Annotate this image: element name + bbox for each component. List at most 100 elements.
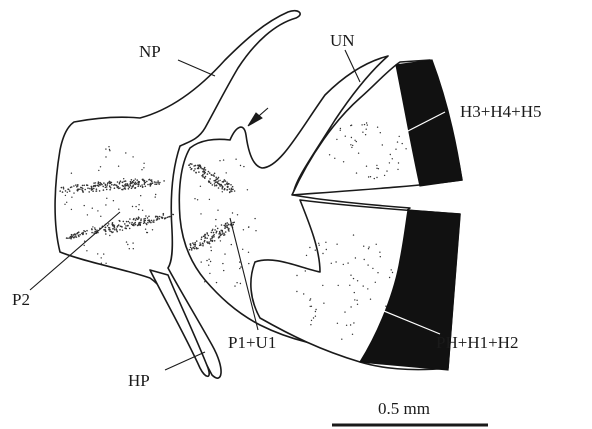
stipple-dot bbox=[296, 291, 297, 292]
stipple-dot bbox=[103, 189, 105, 191]
stipple-dot bbox=[132, 182, 134, 184]
stipple-dot bbox=[392, 272, 393, 273]
stipple-dot bbox=[310, 306, 311, 307]
stipple-dot bbox=[125, 152, 126, 153]
arrow-indicator bbox=[248, 108, 268, 126]
stipple-dot bbox=[155, 216, 157, 218]
stipple-dot bbox=[134, 187, 136, 189]
stipple-dot bbox=[335, 261, 336, 262]
stipple-dot bbox=[169, 216, 171, 218]
stipple-dot bbox=[224, 189, 226, 191]
stipple-dot bbox=[347, 262, 348, 263]
stipple-dot bbox=[145, 229, 146, 230]
stipple-dot bbox=[366, 122, 367, 123]
stipple-dot bbox=[237, 214, 238, 215]
stipple-dot bbox=[135, 206, 136, 207]
stipple-dot bbox=[137, 224, 139, 226]
stipple-dot bbox=[210, 246, 211, 247]
stipple-dot bbox=[325, 242, 326, 243]
stipple-dot bbox=[318, 243, 319, 244]
stipple-dot bbox=[204, 241, 206, 243]
stipple-dot bbox=[354, 292, 355, 293]
stipple-dot bbox=[211, 237, 213, 239]
stipple-dot bbox=[77, 233, 78, 234]
stipple-dot bbox=[134, 222, 136, 224]
stipple-dot bbox=[208, 265, 209, 266]
stipple-dot bbox=[155, 182, 157, 184]
stipple-dot bbox=[389, 162, 390, 163]
stipple-dot bbox=[101, 257, 102, 258]
stipple-dot bbox=[107, 184, 109, 186]
stipple-dot bbox=[223, 225, 224, 226]
stipple-dot bbox=[133, 218, 135, 220]
stipple-dot bbox=[203, 171, 205, 173]
stipple-dot bbox=[100, 216, 101, 217]
stipple-dot bbox=[105, 184, 107, 186]
stipple-dot bbox=[155, 194, 156, 195]
stipple-dot bbox=[337, 323, 338, 324]
stipple-dot bbox=[84, 231, 86, 233]
stipple-dot bbox=[201, 168, 203, 170]
stipple-dot bbox=[221, 224, 223, 226]
stipple-dot bbox=[222, 191, 223, 192]
stipple-dot bbox=[132, 242, 133, 243]
stipple-dot bbox=[132, 156, 133, 157]
stipple-dot bbox=[133, 224, 135, 226]
stipple-dot bbox=[372, 268, 373, 269]
stipple-dot bbox=[67, 192, 68, 193]
stipple-dot bbox=[350, 144, 351, 145]
stipple-dot bbox=[189, 164, 191, 166]
stipple-dot bbox=[397, 169, 398, 170]
stipple-dot bbox=[227, 187, 229, 189]
stipple-dot bbox=[349, 285, 350, 286]
stipple-dot bbox=[59, 190, 61, 192]
stipple-dot bbox=[195, 165, 197, 167]
stipple-dot bbox=[61, 187, 63, 189]
stipple-dot bbox=[67, 188, 69, 190]
stipple-dot bbox=[133, 180, 135, 182]
stipple-dot bbox=[91, 188, 93, 190]
stipple-dot bbox=[143, 181, 145, 183]
stipple-dot bbox=[370, 299, 371, 300]
stipple-dot bbox=[125, 180, 127, 182]
stipple-dot bbox=[208, 171, 210, 173]
stipple-dot bbox=[236, 282, 237, 283]
stipple-dot bbox=[326, 249, 327, 250]
stipple-dot bbox=[354, 299, 355, 300]
stipple-dot bbox=[109, 189, 111, 191]
stipple-dot bbox=[105, 231, 106, 232]
stipple-dot bbox=[116, 228, 117, 229]
stipple-dot bbox=[402, 143, 403, 144]
stipple-dot bbox=[91, 232, 93, 234]
stipple-dot bbox=[343, 264, 344, 265]
stipple-dot bbox=[345, 136, 346, 137]
stipple-dot bbox=[152, 229, 153, 230]
stipple-dot bbox=[213, 234, 215, 236]
stipple-dot bbox=[306, 255, 307, 256]
stipple-dot bbox=[88, 191, 90, 193]
stipple-dot bbox=[119, 229, 121, 231]
stipple-dot bbox=[145, 215, 147, 217]
stipple-dot bbox=[193, 165, 195, 167]
stipple-dot bbox=[223, 233, 225, 235]
stipple-dot bbox=[66, 237, 68, 239]
stipple-dot bbox=[222, 233, 224, 235]
np-leader bbox=[178, 60, 215, 76]
label-hp: HP bbox=[128, 371, 150, 390]
stipple-dot bbox=[159, 218, 161, 220]
stipple-dot bbox=[126, 221, 128, 223]
stipple-dot bbox=[191, 163, 193, 165]
stipple-dot bbox=[139, 223, 141, 225]
stipple-dot bbox=[139, 181, 141, 183]
stipple-dot bbox=[130, 181, 132, 183]
stipple-dot bbox=[125, 183, 127, 185]
stipple-dot bbox=[362, 132, 363, 133]
stipple-dot bbox=[215, 219, 216, 220]
stipple-dot bbox=[108, 229, 110, 231]
stipple-dot bbox=[105, 227, 107, 229]
stipple-dot bbox=[114, 184, 116, 186]
stipple-dot bbox=[112, 228, 114, 230]
stipple-dot bbox=[113, 200, 114, 201]
stipple-dot bbox=[93, 182, 95, 184]
stipple-dot bbox=[108, 227, 110, 229]
